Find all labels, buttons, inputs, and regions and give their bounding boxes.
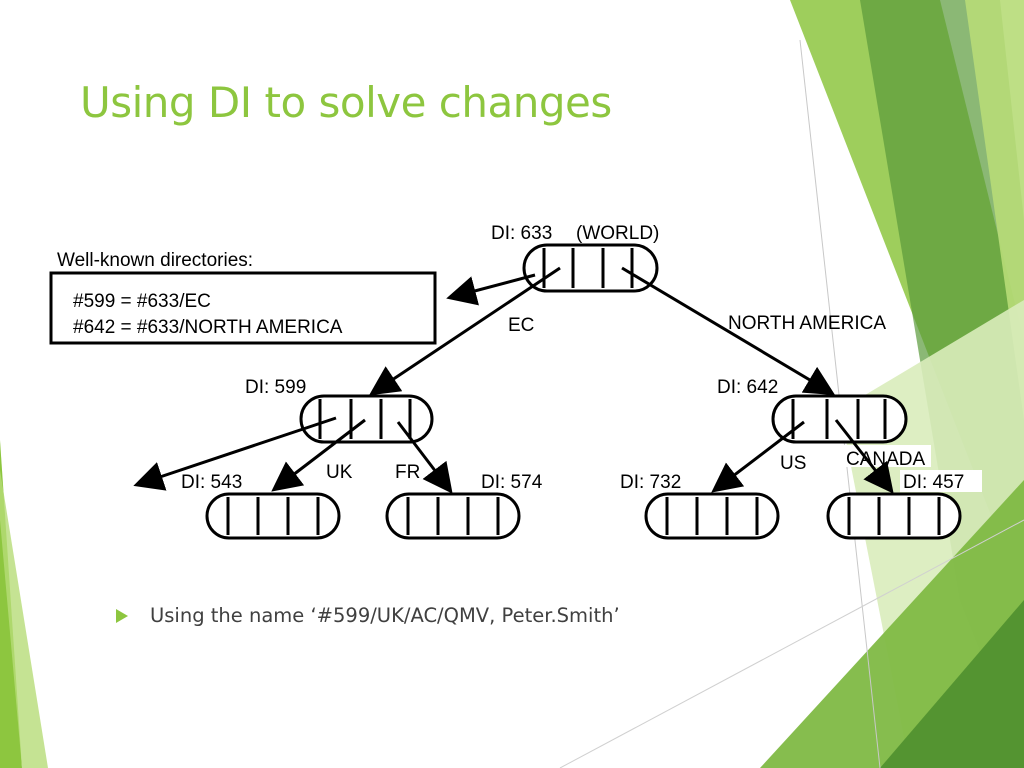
well-known-heading: Well-known directories: (57, 250, 253, 271)
bullet-arrow-icon (116, 608, 128, 623)
edge-599-543 (271, 418, 366, 492)
node-world (522, 243, 659, 293)
bullet-text: Using the name ‘#599/UK/AC/QMV, Peter.Sm… (150, 604, 620, 627)
node-543-label: DI: 543 (181, 472, 242, 493)
edge-label-north-america: NORTH AMERICA (728, 313, 886, 334)
deco-left-2 (0, 470, 48, 768)
node-world-id: DI: 633 (491, 223, 552, 244)
deco-line-2 (559, 519, 1024, 768)
deco-right-6 (880, 600, 1024, 768)
node-732 (644, 492, 780, 540)
well-known-line-1: #599 = #633/EC (73, 291, 211, 312)
node-642-label: DI: 642 (717, 377, 778, 398)
bullet-item: Using the name ‘#599/UK/AC/QMV, Peter.Sm… (116, 604, 620, 627)
edge-label-ec: EC (508, 315, 534, 336)
node-543 (205, 492, 341, 540)
node-457-label: DI: 457 (903, 472, 964, 493)
node-574-label: DI: 574 (481, 472, 543, 493)
node-732-label: DI: 732 (620, 472, 681, 493)
node-world-name: (WORLD) (576, 223, 659, 244)
node-599-label: DI: 599 (245, 377, 306, 398)
edge-world-642 (621, 266, 836, 396)
edge-world-599 (369, 266, 561, 396)
slide-title: Using DI to solve changes (80, 78, 612, 127)
edge-label-us: US (780, 453, 806, 474)
edge-world-well-known (446, 273, 536, 306)
edge-599-outside (133, 416, 337, 491)
node-599 (299, 394, 434, 444)
well-known-line-2: #642 = #633/NORTH AMERICA (73, 317, 343, 338)
node-574 (385, 492, 521, 540)
well-known-box (49, 271, 437, 345)
edge-label-fr: FR (395, 462, 420, 483)
edge-label-canada: CANADA (846, 449, 926, 470)
edge-label-uk: UK (326, 462, 353, 483)
node-457-label-bg (900, 470, 982, 492)
node-642 (771, 394, 908, 444)
edge-642-457 (834, 419, 894, 494)
edge-599-574 (396, 421, 453, 494)
node-457 (826, 492, 962, 540)
edge-642-732 (711, 420, 805, 493)
